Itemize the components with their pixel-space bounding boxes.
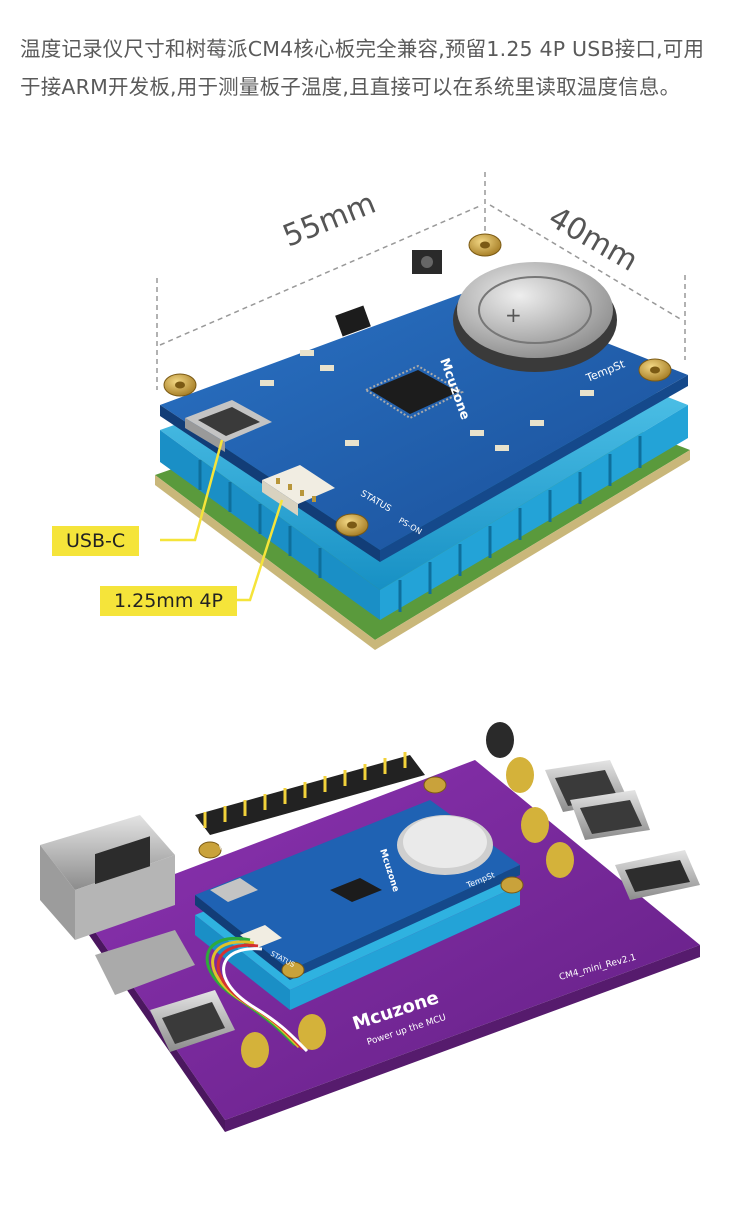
product-description: 温度记录仪尺寸和树莓派CM4核心板完全兼容,预留1.25 4P USB接口,可用… (20, 30, 735, 106)
eeprom-chip (335, 305, 371, 337)
dimension-lines (156, 172, 686, 390)
smd-components (260, 350, 594, 451)
coin-cell-holder: + (453, 262, 617, 372)
carrier-board-illustration: Mcuzone Power up the MCU CM4_mini_Rev2.1… (40, 722, 700, 1132)
k2-silk-label: K2 (235, 353, 251, 368)
usb-c-port (185, 400, 272, 452)
description-line-1: 温度记录仪尺寸和树莓派CM4核心板完全兼容,预留1.25 4P USB接口,可用 (20, 37, 705, 61)
hdmi-port (615, 850, 700, 900)
connector-cable (205, 937, 309, 1053)
mounted-temperature-board (195, 800, 520, 980)
board-dimension-illustration: + Mcuzone TempSt STATUS PS-ON K2 (155, 172, 690, 650)
svg-text:+: + (505, 303, 522, 327)
brass-standoffs (163, 233, 672, 537)
usb-c-callout: USB-C (52, 526, 140, 556)
usb-a-ports-right (545, 760, 650, 840)
sd-card-slot (95, 930, 195, 995)
mounted-k2-silk-label: K2 (218, 841, 229, 852)
description-line-2: 于接ARM开发板,用于测量板子温度,且直接可以在系统里读取温度信息。 (20, 75, 681, 99)
board-dimension-photo: + Mcuzone TempSt STATUS PS-ON K2 (0, 150, 750, 650)
ethernet-jack (40, 815, 175, 940)
mounted-on-carrier-photo: Mcuzone Power up the MCU CM4_mini_Rev2.1… (0, 700, 750, 1180)
jst-connector (262, 465, 335, 516)
carrier-standoffs (198, 776, 524, 979)
usb-a-port-left (150, 990, 235, 1052)
mcu-chip (363, 364, 465, 420)
callout-leaders (160, 439, 284, 602)
connector-callout: 1.25mm 4P (100, 586, 237, 616)
gpio-header (195, 752, 425, 835)
electrolytic-capacitors (241, 722, 574, 1068)
